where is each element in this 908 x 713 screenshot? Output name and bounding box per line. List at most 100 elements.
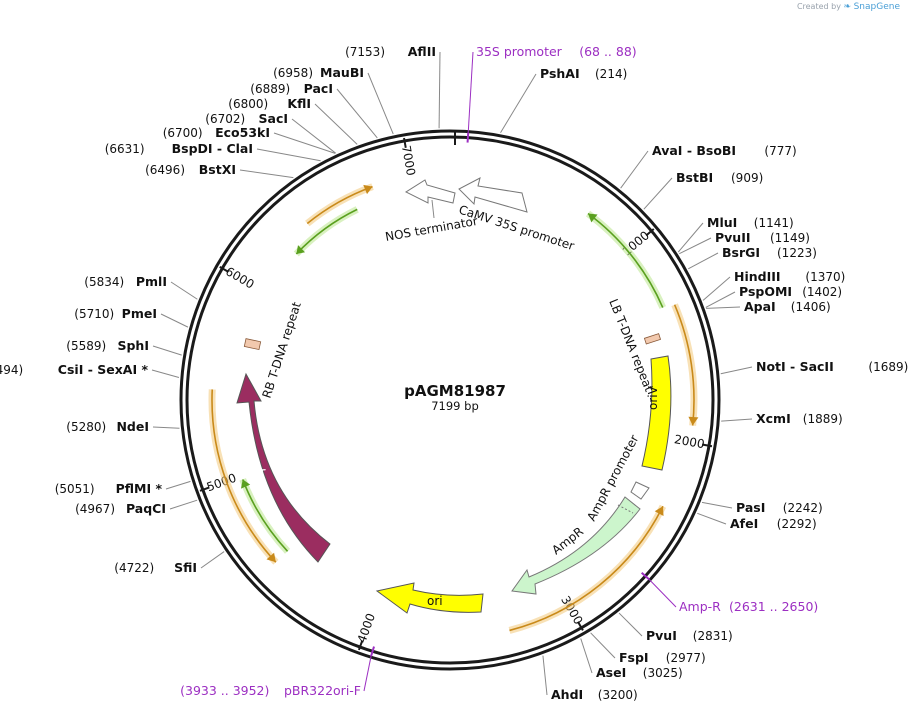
site-name: BsrGI	[722, 245, 760, 260]
primer-leader	[467, 51, 474, 133]
site-leader-line	[677, 222, 704, 253]
feature-ampr-promoter[interactable]	[630, 481, 650, 500]
restriction-site[interactable]: XcmI(1889)	[756, 411, 843, 426]
orf-arrow-arrowhead	[296, 245, 306, 254]
orf-arrow-arrowhead	[688, 416, 699, 426]
tick-mark	[357, 640, 364, 651]
restriction-site[interactable]: SphI(5589)	[66, 338, 149, 353]
site-name: PflMI *	[116, 481, 163, 496]
site-leader-line	[438, 51, 441, 129]
primer-range: (68 .. 88)	[579, 44, 636, 59]
restriction-site[interactable]: PaqCI(4967)	[75, 501, 166, 516]
restriction-site[interactable]: AvaI - BsoBI(777)	[652, 143, 797, 158]
primer-mark	[370, 646, 375, 657]
site-position: (6958)	[273, 66, 313, 80]
restriction-site[interactable]: SfiI(4722)	[114, 560, 197, 575]
orf-arrow[interactable]	[673, 304, 695, 426]
backbone-inner-ring	[185, 135, 715, 665]
label-oriv: oriV	[646, 385, 660, 410]
site-position: (214)	[595, 67, 627, 81]
site-name: AseI	[596, 665, 626, 680]
backbone-outer-ring	[179, 129, 721, 671]
label-trfa: trfA	[249, 465, 269, 491]
plasmid-name: pAGM81987	[404, 382, 506, 400]
site-position: (5589)	[66, 339, 106, 353]
site-position: (6800)	[228, 97, 268, 111]
site-leader-line	[705, 291, 736, 308]
restriction-site[interactable]: AseI(3025)	[596, 665, 683, 680]
restriction-site[interactable]: KflI(6800)	[228, 96, 311, 111]
site-leader-line	[200, 551, 225, 569]
orf-arrow[interactable]	[211, 389, 277, 563]
restriction-site[interactable]: AfeI(2292)	[730, 516, 817, 531]
orf-arrow-highlight	[508, 504, 667, 634]
restriction-site[interactable]: NotI - SacII(1689)	[756, 359, 908, 374]
site-leader-line	[706, 306, 741, 309]
primer[interactable]: 35S promoter(68 .. 88)	[476, 44, 637, 59]
tick-label: 2000	[673, 432, 706, 451]
orf-arrow[interactable]	[587, 212, 664, 308]
feature-camv-35s-promoter[interactable]	[458, 177, 528, 213]
restriction-site[interactable]: PspOMI(1402)	[739, 284, 842, 299]
site-position: (1406)	[791, 300, 831, 314]
snapgene-logo-icon: ❧	[843, 2, 852, 12]
site-name: XcmI	[756, 411, 791, 426]
feature-lb-tdna-repeat[interactable]	[643, 333, 662, 345]
restriction-site[interactable]: BsrGI(1223)	[722, 245, 817, 260]
restriction-site[interactable]: FspI(2977)	[619, 650, 706, 665]
restriction-site[interactable]: PflMI *(5051)	[55, 481, 163, 496]
site-position: (6702)	[205, 112, 245, 126]
primer[interactable]: Amp-R(2631 .. 2650)	[679, 599, 818, 614]
feature-nos-terminator[interactable]	[404, 179, 456, 204]
feature-ampr[interactable]	[511, 496, 641, 595]
feature-rb-tdna-repeat[interactable]	[243, 338, 262, 351]
site-leader-line	[701, 501, 733, 509]
restriction-site[interactable]: PacI(6889)	[250, 81, 333, 96]
restriction-site[interactable]: CsiI - SexAI *(5494)	[0, 362, 148, 377]
restriction-site[interactable]: HindIII(1370)	[734, 269, 845, 284]
site-leader-line	[590, 632, 616, 659]
restriction-site[interactable]: BstBI(909)	[676, 170, 763, 185]
restriction-site[interactable]: PasI(2242)	[736, 500, 823, 515]
orf-arrow[interactable]	[509, 505, 664, 632]
site-name: AflII	[408, 44, 436, 59]
restriction-site[interactable]: AflII (7153)	[345, 44, 436, 59]
primer[interactable]: pBR322ori-F(3933 .. 3952)	[180, 683, 361, 698]
restriction-site[interactable]: NdeI(5280)	[66, 419, 149, 434]
site-name: SacI	[259, 111, 289, 126]
tick-mark	[577, 621, 584, 631]
site-position: (6496)	[145, 163, 185, 177]
restriction-site[interactable]: SacI (6702)	[205, 111, 288, 126]
site-position: (3200)	[598, 688, 638, 702]
site-leader-line	[367, 72, 394, 135]
feature-oriv[interactable]	[641, 355, 672, 471]
site-name: MluI	[707, 215, 737, 230]
site-position: (2292)	[777, 517, 817, 531]
restriction-site[interactable]: AhdI (3200)	[551, 687, 638, 702]
site-leader-line	[542, 655, 548, 696]
restriction-site[interactable]: PmlI(5834)	[84, 274, 167, 289]
site-position: (4722)	[114, 561, 154, 575]
restriction-site[interactable]: Eco53kI(6700)	[163, 125, 270, 140]
restriction-site[interactable]: MluI(1141)	[707, 215, 794, 230]
feature-trfa[interactable]	[236, 372, 331, 563]
primer-mark	[466, 132, 470, 143]
restriction-site[interactable]: BspDI - ClaI(6631)	[105, 141, 253, 156]
restriction-site[interactable]: PmeI(5710)	[74, 306, 157, 321]
restriction-site[interactable]: PvuII(1149)	[715, 230, 810, 245]
site-leader-line	[291, 118, 336, 154]
site-position: (7153)	[345, 45, 385, 59]
site-name: MauBI	[320, 65, 364, 80]
restriction-site[interactable]: ApaI (1406)	[744, 299, 831, 314]
site-leader-line	[169, 499, 198, 510]
site-position: (2831)	[693, 629, 733, 643]
site-name: AhdI	[551, 687, 583, 702]
restriction-site[interactable]: MauBI (6958)	[273, 65, 364, 80]
site-name: ApaI	[744, 299, 776, 314]
feature-ori[interactable]	[375, 582, 484, 614]
restriction-site[interactable]: BstXI(6496)	[145, 162, 236, 177]
site-leader-line	[580, 638, 593, 674]
restriction-site[interactable]: PvuI(2831)	[646, 628, 733, 643]
restriction-site[interactable]: PshAI(214)	[540, 66, 627, 81]
site-name: CsiI - SexAI *	[58, 362, 149, 377]
